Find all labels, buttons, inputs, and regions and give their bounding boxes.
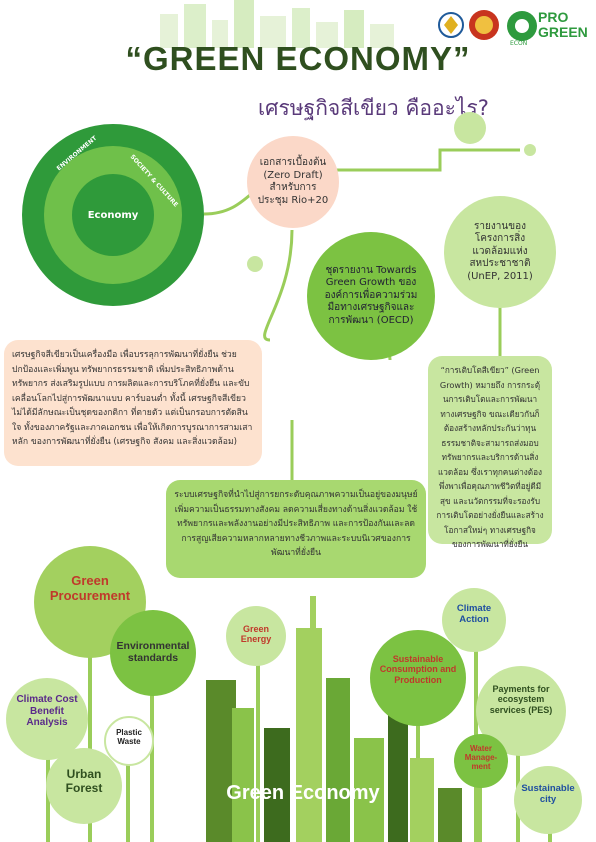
stem-plastic [126,752,130,842]
sustainable-city-label: Sustainable city [521,783,575,805]
pes-label: Payments for ecosystem services (PES) [489,684,553,715]
climate-cost-label: Climate Cost Benefit Analysis [16,694,78,728]
oecd-bubble: ชุดรายงาน Towards Green Growth ขององค์กา… [307,232,435,360]
top-skyline [150,0,410,48]
climate-cost-bubble [6,678,88,760]
definition-left-text: เศรษฐกิจสีเขียวเป็นเครื่องมือ เพื่อบรรลุ… [12,350,253,447]
definition-box-right: “การเติบโตสีเขียว” (Green Growth) หมายถึ… [428,356,552,549]
rio-bubble: เอกสารเบื้องต้น (Zero Draft) สำหรับการปร… [247,136,339,228]
water-management-bubble [454,734,508,788]
logo-left-2 [468,8,500,42]
city-skyline [206,596,462,842]
logo-left-1 [438,8,464,42]
logo-pro-green-text: PRO GREEN [538,9,588,40]
logo-econ-text: ECON [510,40,528,47]
green-procurement-label: Green Procurement [49,573,131,603]
water-management-label: Water Manage-ment [464,744,498,772]
definition-box-left: เศรษฐกิจสีเขียวเป็นเครื่องมือ เพื่อบรรลุ… [4,340,262,466]
definition-box-center: ระบบเศรษฐกิจที่นำไปสู่การยกระดับคุณภาพคว… [166,480,426,578]
urban-forest-bubble [46,748,122,824]
plastic-waste-bubble [104,716,154,766]
stem-standards [150,690,154,842]
green-energy-label: Green Energy [240,624,272,645]
page-subtitle: เศรษฐกิจสีเขียว คืออะไร? [258,96,489,120]
stem-procurement [88,620,92,842]
green-energy-bubble [226,606,286,666]
plastic-waste-label: Plastic Waste [116,728,142,747]
scp-bubble [370,630,466,726]
stem-energy [256,660,260,842]
sustainable-city-bubble [514,766,582,834]
definition-right-text: “การเติบโตสีเขียว” (Green Growth) หมายถึ… [436,365,544,549]
unep-bubble: รายงานของโครงการสิ่งแวดล้อมแห่งสหประชาชา… [444,196,556,308]
page-title: “GREEN ECONOMY” [125,40,471,77]
rio-text: เอกสารเบื้องต้น (Zero Draft) สำหรับการปร… [257,157,329,206]
climate-action-bubble [442,588,506,652]
unep-text: รายงานของโครงการสิ่งแวดล้อมแห่งสหประชาชา… [467,220,533,282]
economy-label: Economy [87,209,139,221]
urban-forest-label: Urban Forest [65,767,103,795]
scp-label: Sustainable Consumption and Production [379,654,457,685]
stem-water [478,776,482,842]
definition-center-text: ระบบเศรษฐกิจที่นำไปสู่การยกระดับคุณภาพคว… [174,490,418,558]
climate-action-label: Climate Action [456,603,492,625]
environmental-standards-label: Environmental standards [116,640,190,665]
logo-pro-green: PRO GREEN ECON [506,6,592,47]
environmental-standards-bubble [110,610,196,696]
oecd-text: ชุดรายงาน Towards Green Growth ขององค์กา… [324,264,418,326]
green-economy-footer: Green Economy [226,782,380,804]
economy-core: Economy [72,174,154,256]
